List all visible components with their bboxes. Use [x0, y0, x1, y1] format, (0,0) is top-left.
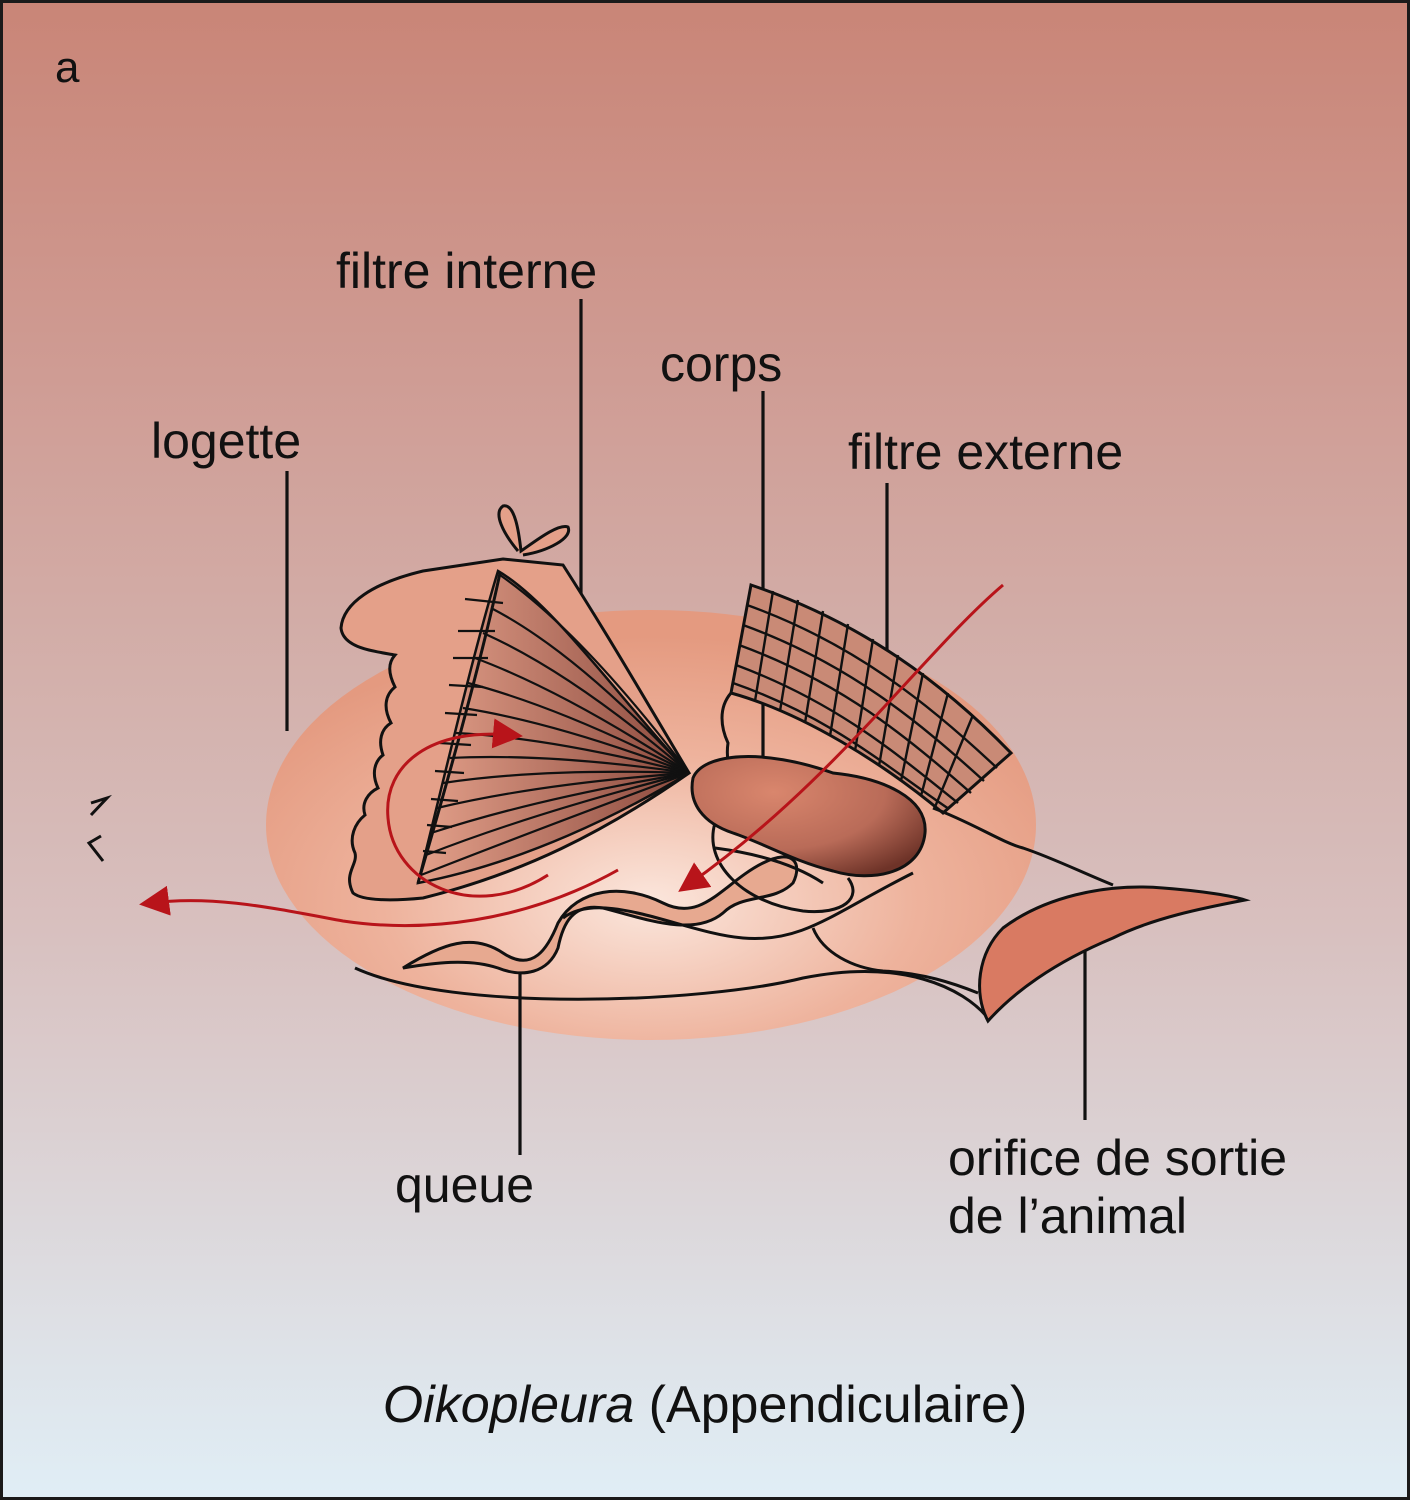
label-orifice-line1: orifice de sortie — [948, 1130, 1288, 1186]
figure-caption: Oikopleura (Appendiculaire) — [3, 1375, 1407, 1435]
label-corps: corps — [660, 336, 783, 392]
house-inner-line — [562, 871, 914, 941]
flow-arrow-loop — [386, 718, 549, 898]
chamber-knob — [497, 504, 571, 557]
house-right-line — [811, 927, 979, 995]
caption-group: (Appendiculaire) — [648, 1376, 1028, 1434]
tail — [402, 855, 799, 975]
exit-spout — [978, 885, 1251, 1024]
label-orifice: orifice de sortie de l’animal — [948, 1130, 1287, 1245]
label-queue: queue — [395, 1157, 535, 1213]
panel-letter: a — [55, 43, 80, 92]
oikopleura-diagram — [86, 299, 1251, 1155]
label-logette: logette — [151, 413, 302, 469]
flow-arrow-outflow — [139, 868, 619, 928]
house-floor-line — [354, 966, 990, 1019]
label-filtre-interne: filtre interne — [336, 243, 598, 299]
animal-body — [690, 755, 927, 878]
flow-arrow-inflow — [678, 583, 1004, 892]
label-orifice-line2: de l’animal — [948, 1187, 1188, 1244]
edge-chevrons — [86, 794, 113, 862]
label-filtre-externe: filtre externe — [848, 424, 1124, 480]
body-arc — [714, 846, 824, 885]
body-loop — [711, 822, 855, 914]
caption-genus: Oikopleura — [382, 1376, 635, 1434]
house-exit-wall — [932, 806, 1114, 887]
